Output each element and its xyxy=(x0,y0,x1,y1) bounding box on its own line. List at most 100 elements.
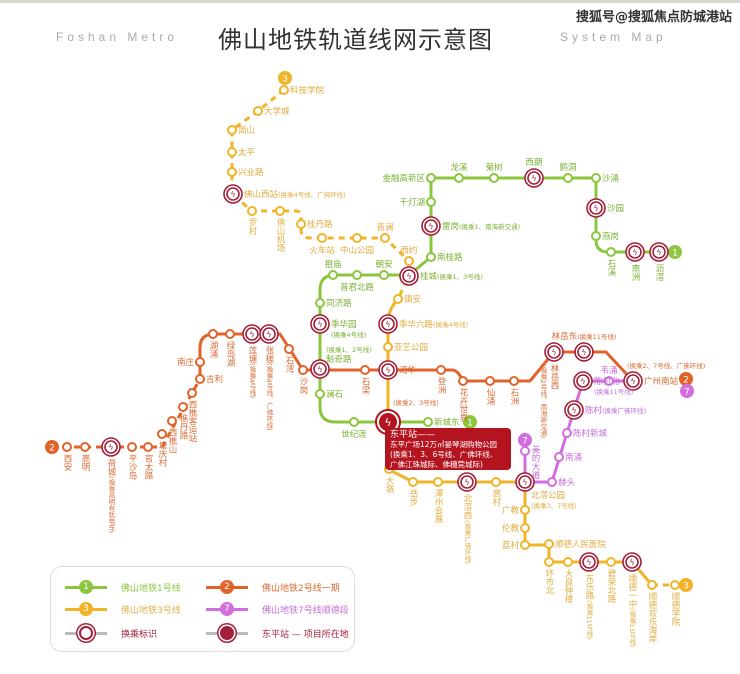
station-gaoming[interactable] xyxy=(80,442,90,452)
station-chencun[interactable]: ϟ xyxy=(564,400,584,420)
station-liantang[interactable]: ϟ xyxy=(242,324,262,344)
station-lanshi[interactable] xyxy=(315,389,325,399)
station-linyuexi[interactable]: ϟ xyxy=(544,342,564,362)
station-linyuedong[interactable]: ϟ xyxy=(574,342,594,362)
station-nanguilu[interactable] xyxy=(426,252,436,262)
station-yuebu[interactable] xyxy=(408,477,418,487)
station-jili[interactable] xyxy=(195,374,205,384)
station-luocun[interactable] xyxy=(247,206,257,216)
station-label: 西樵客运站 xyxy=(187,400,197,443)
station-huchong[interactable] xyxy=(208,329,218,339)
station-hetou[interactable] xyxy=(547,477,557,487)
station-zumiao[interactable] xyxy=(328,270,338,280)
station-beijiaogongyuan[interactable]: ϟ xyxy=(515,472,535,492)
station-label: 魁奇路 xyxy=(326,354,352,365)
station-hedong[interactable] xyxy=(563,173,573,183)
station-label: 亚艺公园 xyxy=(394,343,428,353)
station-xian[interactable] xyxy=(62,442,72,452)
station-jihualiulu[interactable]: ϟ xyxy=(378,314,398,334)
station-xiqiaoshan[interactable] xyxy=(167,416,177,426)
station-tanzhou[interactable] xyxy=(433,477,443,487)
station-shachong[interactable] xyxy=(591,173,601,183)
station-guicheng[interactable]: ϟ xyxy=(399,266,419,286)
station-shizhou[interactable] xyxy=(509,376,519,386)
station-shixi[interactable] xyxy=(606,247,616,257)
station-foshanxi[interactable]: ϟ xyxy=(223,184,243,204)
transfer-icon: ϟ xyxy=(656,248,661,257)
station-huochezhan[interactable] xyxy=(317,233,327,243)
station-beijiaoxi[interactable]: ϟ xyxy=(457,472,477,492)
station-chencunbei[interactable]: ϟ xyxy=(573,371,593,391)
station-shagang[interactable] xyxy=(298,365,308,375)
station-pujunbeilu[interactable] xyxy=(352,270,362,280)
station-chaoan[interactable] xyxy=(379,270,389,280)
station-meidi[interactable] xyxy=(520,446,530,456)
station-gaocun[interactable] xyxy=(491,477,501,487)
station-longxi[interactable] xyxy=(454,173,464,183)
station-zhonglou[interactable] xyxy=(563,557,573,567)
station-guangjiao[interactable] xyxy=(520,505,530,515)
station-xilang[interactable]: ϟ xyxy=(524,168,544,188)
station-zhangcha[interactable]: ϟ xyxy=(259,324,279,344)
station-xingyelu[interactable] xyxy=(227,167,237,177)
station-huanshibei[interactable] xyxy=(544,557,554,567)
station-lijiao[interactable]: ϟ xyxy=(649,242,669,262)
station-nanchong[interactable] xyxy=(554,452,564,462)
station-chencunxincheng[interactable] xyxy=(562,428,572,438)
station-yayi[interactable] xyxy=(383,342,393,352)
station-lunjiao[interactable] xyxy=(520,523,530,533)
station-tongjilu[interactable] xyxy=(315,298,325,308)
station-guidanlu[interactable] xyxy=(296,219,306,229)
station-donglelu[interactable]: ϟ xyxy=(579,552,599,572)
station-qiandenghu[interactable] xyxy=(426,197,436,207)
station-zhenan[interactable] xyxy=(393,294,403,304)
svg-text:1: 1 xyxy=(672,249,678,259)
station-lvdaohu[interactable] xyxy=(225,329,235,339)
station-birong[interactable] xyxy=(606,557,616,567)
station-shundexueyuan[interactable] xyxy=(670,580,680,590)
station-qiaodanlu[interactable] xyxy=(178,402,188,412)
station-shayuan[interactable]: ϟ xyxy=(586,198,606,218)
station-shiliang[interactable] xyxy=(360,365,370,375)
station-futailu[interactable] xyxy=(143,442,153,452)
station-kejixueyuan[interactable] xyxy=(279,85,289,95)
station-nanzhuang[interactable] xyxy=(195,357,205,367)
station-weichong[interactable] xyxy=(604,376,614,386)
station-label: 季华六路(换乘4号线) xyxy=(399,319,468,330)
station-shijilian[interactable] xyxy=(349,417,359,427)
station-nanzhou[interactable]: ϟ xyxy=(625,242,645,262)
station-label: 石湾 xyxy=(284,356,294,374)
station-jichang[interactable] xyxy=(275,206,285,216)
station-wanhua[interactable]: ϟ xyxy=(378,360,398,380)
legend-line1-label: 佛山地铁1号线 xyxy=(121,583,181,594)
station-dengzhou[interactable] xyxy=(436,365,446,375)
project-bolt-icon: ϟ xyxy=(384,416,391,429)
station-leigang[interactable]: ϟ xyxy=(421,216,441,236)
station-hecheng[interactable]: ϟ xyxy=(101,437,121,457)
station-haian[interactable] xyxy=(647,580,657,590)
station-label-group: 北滘公园(换乘3、7号线) xyxy=(531,491,577,510)
station-licun[interactable] xyxy=(520,540,530,550)
station-xianchong[interactable] xyxy=(485,376,495,386)
station-jinrong[interactable] xyxy=(426,173,436,183)
station-huahui[interactable] xyxy=(458,376,468,386)
station-jushu[interactable] xyxy=(489,173,499,183)
station-guangzhounan[interactable]: ϟ xyxy=(623,371,643,391)
station-pulan[interactable] xyxy=(380,233,390,243)
station-yangang[interactable] xyxy=(591,231,601,241)
station-jianshan[interactable] xyxy=(227,125,237,135)
station-xinchengdong[interactable] xyxy=(423,417,433,427)
station-yizhong[interactable]: ϟ xyxy=(622,552,642,572)
station-kuiqilu[interactable]: ϟ xyxy=(310,359,330,379)
station-xiqiaokeyun[interactable] xyxy=(187,388,197,398)
station-label-group: 南涌 xyxy=(565,452,582,463)
station-jihuayuan[interactable]: ϟ xyxy=(310,314,330,334)
station-daxuecheng[interactable] xyxy=(253,106,263,116)
station-shiwan[interactable] xyxy=(284,344,294,354)
station-zhongshan[interactable] xyxy=(352,233,362,243)
station-renminyiyuan[interactable] xyxy=(544,539,554,549)
station-tangqingcun[interactable] xyxy=(157,429,167,439)
station-xiyue[interactable] xyxy=(404,256,414,266)
station-pingshadao[interactable] xyxy=(127,442,137,452)
station-taiping[interactable] xyxy=(227,147,237,157)
